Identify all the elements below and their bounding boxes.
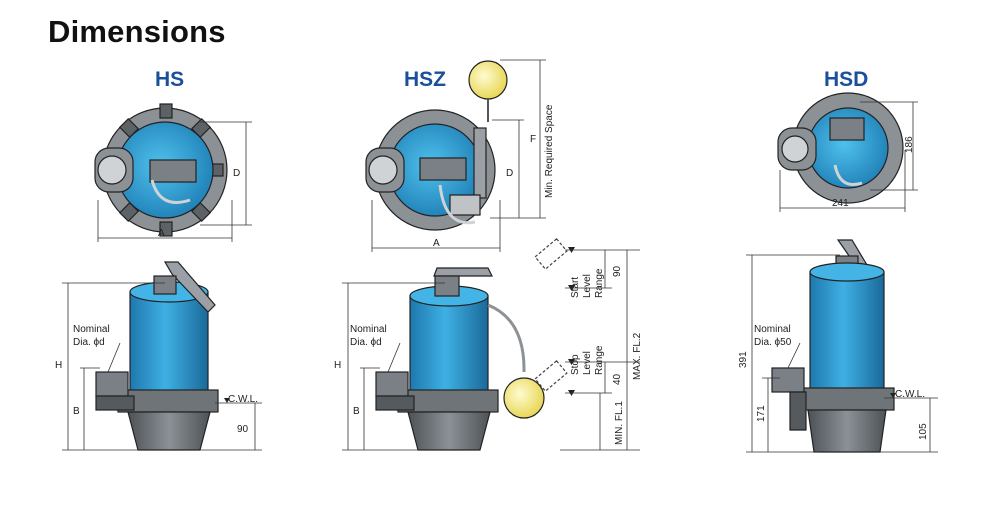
hs-dia: Dia. ϕd [73,337,105,348]
hsd-height: 391 [738,351,749,368]
model-label-hsd: HSD [824,68,869,91]
model-label-hs: HS [155,68,185,91]
hsz-stop-2: Level [582,351,593,375]
hs-top-view: A D [94,103,252,242]
hsz-dia: Dia. ϕd [350,337,382,348]
hsz-dim-a: A [433,238,440,249]
hsz-start-1: Start [570,277,581,298]
hs-dim-b: B [73,406,80,417]
hs-nominal: Nominal [73,324,110,335]
hsd-cwl-height: 105 [918,423,929,440]
hs-dim-d: D [233,168,240,179]
hsz-min-fl: MIN. FL.1 [614,401,625,445]
hsz-min-required-space: Min. Required Space [544,104,555,198]
hsz-nominal: Nominal [350,324,387,335]
hsz-start-2: Level [582,274,593,298]
page-title: Dimensions [48,14,226,49]
hs-cwl-height: 90 [237,424,249,435]
hsd-top-height: 186 [904,136,915,153]
hsz-stop-value: 40 [612,373,623,385]
hsz-side-view: H B Nominal Dia. ϕd Start Level Range 90… [334,238,643,451]
hsz-stop-1: Stop [570,354,581,375]
hsz-start-3: Range [594,268,605,298]
hsd-side-view: 391 171 Nominal Dia. ϕ50 C.W.L. 105 [738,239,938,453]
hsd-top-width: 241 [832,198,849,209]
hs-cwl: C.W.L. [228,394,258,405]
hsz-dim-b: B [353,406,360,417]
hsz-dim-d: D [506,168,513,179]
hsz-top-view: A D F Min. Required Space [365,59,555,252]
hsd-cwl: C.W.L. [895,389,925,400]
hs-dim-h: H [55,360,62,371]
model-label-hsz: HSZ [404,68,446,91]
hs-dim-a: A [158,228,165,239]
hsz-stop-3: Range [594,345,605,375]
hsz-max-fl: MAX. FL.2 [632,332,643,380]
hsd-top-view: 241 186 [777,92,918,212]
hsz-dim-f: F [530,134,536,145]
hsz-dim-h: H [334,360,341,371]
hs-side-view: H B Nominal Dia. ϕd C.W.L. 90 [55,261,262,451]
hsd-inlet-height: 171 [756,405,767,422]
hsz-start-value: 90 [612,265,623,277]
hsd-nominal: Nominal [754,324,791,335]
hsd-dia: Dia. ϕ50 [754,337,792,348]
